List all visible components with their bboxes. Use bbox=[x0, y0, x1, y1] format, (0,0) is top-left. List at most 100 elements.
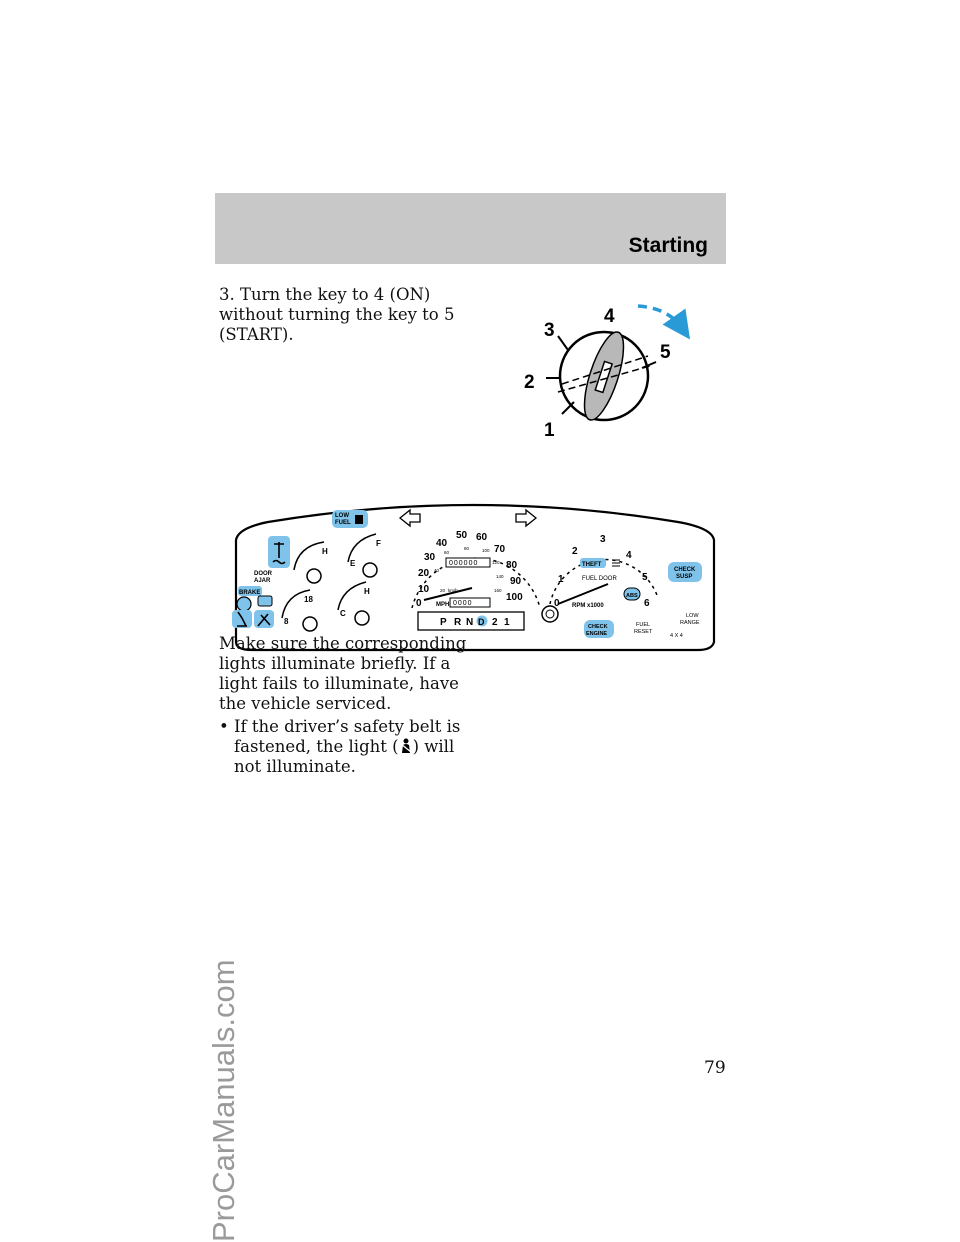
fuel-reset-label-2: RESET bbox=[634, 629, 653, 635]
fuel-gauge-full: F bbox=[376, 539, 381, 548]
seatbelt-bullet: • If the driver’s safety belt is fastene… bbox=[219, 717, 479, 777]
gear-indicator bbox=[417, 611, 525, 631]
mph-70: 70 bbox=[494, 544, 506, 555]
rpm-2: 2 bbox=[572, 546, 578, 557]
key-position-1: 1 bbox=[544, 420, 555, 441]
seatbelt-icon bbox=[237, 611, 247, 627]
door-ajar-label-2: AJAR bbox=[254, 578, 271, 584]
fuel-pump-icon bbox=[355, 515, 363, 524]
right-turn-icon bbox=[515, 508, 538, 528]
kmh-160: 160 bbox=[494, 588, 502, 593]
volt-gauge-arc bbox=[281, 589, 311, 619]
gear-p: P bbox=[440, 617, 447, 628]
temp-gauge-arc bbox=[337, 581, 367, 611]
check-engine-label-1: CHECK bbox=[588, 624, 608, 630]
temp-gauge-cold: C bbox=[340, 609, 346, 618]
low-range-label-1: LOW bbox=[686, 613, 699, 619]
temp-gauge-hot: H bbox=[364, 587, 370, 596]
volt-gauge-high: 18 bbox=[304, 595, 313, 604]
rpm-6: 6 bbox=[644, 598, 650, 609]
kmh-120: 120 bbox=[492, 560, 500, 565]
kmh-unit: km/h bbox=[448, 588, 458, 593]
fuel-gauge-arc bbox=[347, 533, 377, 563]
abs-light bbox=[623, 587, 641, 601]
rotation-arrow bbox=[637, 304, 691, 340]
check-susp-label-2: SUSP bbox=[676, 574, 692, 580]
check-susp-label-1: CHECK bbox=[674, 567, 696, 573]
kmh-140: 140 bbox=[496, 574, 504, 579]
check-susp-light bbox=[668, 562, 702, 582]
gear-r: R bbox=[454, 617, 462, 628]
left-turn-icon bbox=[398, 508, 421, 528]
check-engine-label-2: ENGINE bbox=[586, 631, 607, 637]
mph-30: 30 bbox=[424, 552, 436, 563]
instrument-cluster: LOW FUEL DOOR AJAR BRAKE H 18 8 F E H C … bbox=[232, 503, 716, 652]
kmh-80: 80 bbox=[464, 546, 470, 551]
brake-light bbox=[238, 586, 262, 596]
oil-gauge-hot: H bbox=[322, 547, 328, 556]
bullet-marker: • bbox=[219, 717, 229, 736]
gear-1: 1 bbox=[504, 617, 510, 628]
abs-label: ABS bbox=[626, 593, 638, 599]
key-position-3: 3 bbox=[544, 320, 555, 341]
key-position-2: 2 bbox=[524, 372, 535, 393]
headlamp-icon bbox=[612, 559, 620, 567]
battery-icon bbox=[257, 595, 273, 607]
airbag-icon bbox=[257, 613, 271, 627]
lights-check-paragraph: Make sure the corresponding lights illum… bbox=[219, 634, 467, 713]
speedometer: 0 10 20 30 40 50 60 70 80 90 100 20 40 6… bbox=[411, 530, 541, 609]
gear-d: D bbox=[478, 617, 485, 627]
rpm-4: 4 bbox=[626, 550, 632, 561]
odometer bbox=[445, 557, 491, 568]
mph-unit: MPH bbox=[436, 602, 449, 608]
theft-label: THEFT bbox=[582, 562, 602, 568]
low-fuel-label-1: LOW bbox=[335, 513, 349, 519]
mph-80: 80 bbox=[506, 560, 518, 571]
check-engine-light bbox=[584, 620, 614, 638]
rpm-5: 5 bbox=[642, 572, 648, 583]
fuel-gauge-empty: E bbox=[350, 559, 356, 568]
section-title: Starting bbox=[628, 234, 708, 257]
step-instruction: 3. Turn the key to 4 (ON) without turnin… bbox=[219, 285, 455, 344]
kmh-60: 60 bbox=[444, 550, 450, 555]
speedometer-needle bbox=[423, 587, 473, 601]
trip-reading: 0000 bbox=[453, 600, 473, 607]
rpm-0: 0 bbox=[554, 598, 560, 609]
four-x-four-label: 4 X 4 bbox=[670, 633, 683, 639]
mph-20: 20 bbox=[418, 568, 430, 579]
gear-d-highlight bbox=[476, 615, 488, 627]
mph-40: 40 bbox=[436, 538, 448, 549]
kmh-20: 20 bbox=[440, 588, 446, 593]
fuel-door-label: FUEL DOOR bbox=[582, 576, 617, 582]
low-fuel-label-2: FUEL bbox=[335, 520, 351, 526]
brake-label: BRAKE bbox=[239, 590, 260, 596]
oil-gauge-arc bbox=[293, 541, 325, 571]
rpm-1: 1 bbox=[558, 574, 564, 585]
tachometer-needle bbox=[557, 583, 609, 605]
ignition-key-diagram: 3 4 5 2 1 bbox=[524, 304, 691, 441]
kmh-100: 100 bbox=[482, 548, 490, 553]
mph-60: 60 bbox=[476, 532, 488, 543]
theft-light bbox=[580, 558, 606, 568]
kmh-40: 40 bbox=[434, 568, 440, 573]
rpm-3: 3 bbox=[600, 534, 606, 545]
volt-gauge-low: 8 bbox=[284, 617, 289, 626]
header-band: Starting bbox=[215, 193, 726, 264]
key-position-4: 4 bbox=[604, 306, 615, 327]
gear-2: 2 bbox=[492, 617, 498, 628]
mph-0: 0 bbox=[416, 598, 422, 609]
odometer-reading: 000000 bbox=[449, 560, 478, 567]
mph-50: 50 bbox=[456, 530, 468, 541]
rpm-unit: RPM x1000 bbox=[572, 603, 604, 609]
bullet-text-before: If the driver’s safety belt is fastened,… bbox=[234, 717, 461, 756]
cluster-bezel bbox=[234, 503, 716, 652]
key-position-5: 5 bbox=[660, 342, 671, 363]
low-range-label-2: RANGE bbox=[680, 620, 700, 626]
trip-odometer bbox=[449, 597, 491, 608]
brake-warning-icon bbox=[236, 596, 252, 612]
fuel-reset-label-1: FUEL bbox=[636, 622, 650, 628]
door-ajar-label-1: DOOR bbox=[254, 571, 273, 577]
mph-10: 10 bbox=[418, 584, 430, 595]
mph-100: 100 bbox=[506, 592, 523, 603]
coolant-icon bbox=[272, 542, 286, 565]
